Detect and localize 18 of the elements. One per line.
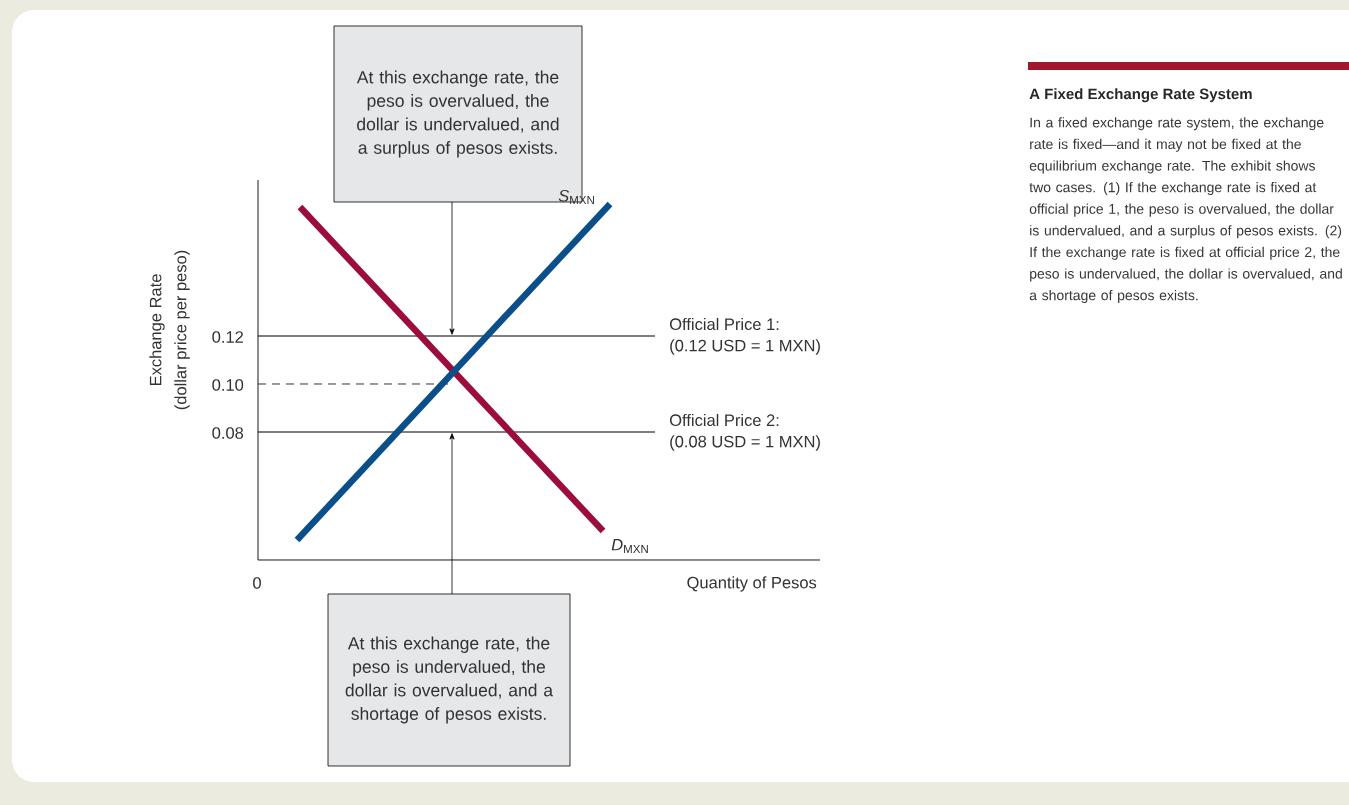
tick-label: 0	[253, 577, 261, 589]
axis-title: Quantity of Pesos	[687, 576, 817, 592]
line-label: (0.12 USD = 1 MXN)	[670, 339, 820, 355]
tick-label: 0.08	[212, 427, 244, 439]
curve-label: S$_{MXN}$	[558, 189, 594, 205]
line-label: (0.08 USD = 1 MXN)	[670, 435, 820, 451]
tick-label: 0.10	[212, 379, 244, 391]
axis-title: Exchange Rate	[149, 274, 165, 386]
arrow	[449, 201, 455, 335]
curve-label: D$_{MXN}$	[611, 539, 648, 553]
body-text: In a fixed exchange rate system, the exchange rate is fixed—and it may not be fixed at the equilibrium exchange rate. The exhibit shows two cases. (1) If the exchange rate is fixed at official price 1, the peso is overvalued, the dollar is undervalued, and a surplus of pesos exists. (2) If the exchange rate is fixed at official price 2, the peso is undervalued, the dollar is overvalued, and a shortage of pesos exists.	[1029, 117, 1342, 304]
heading: A Fixed Exchange Rate System	[1029, 88, 1252, 103]
callout-box: At this exchange rate, the peso is undervalued, the dollar is overvalued, and a shortage of pesos exists.	[327, 593, 571, 767]
arrow	[449, 433, 455, 595]
line-label: Official Price 2:	[670, 413, 779, 427]
axis-title: (dollar price per peso)	[174, 250, 190, 410]
line-label: Official Price 1:	[670, 317, 779, 331]
tick-label: 0.12	[212, 331, 243, 343]
